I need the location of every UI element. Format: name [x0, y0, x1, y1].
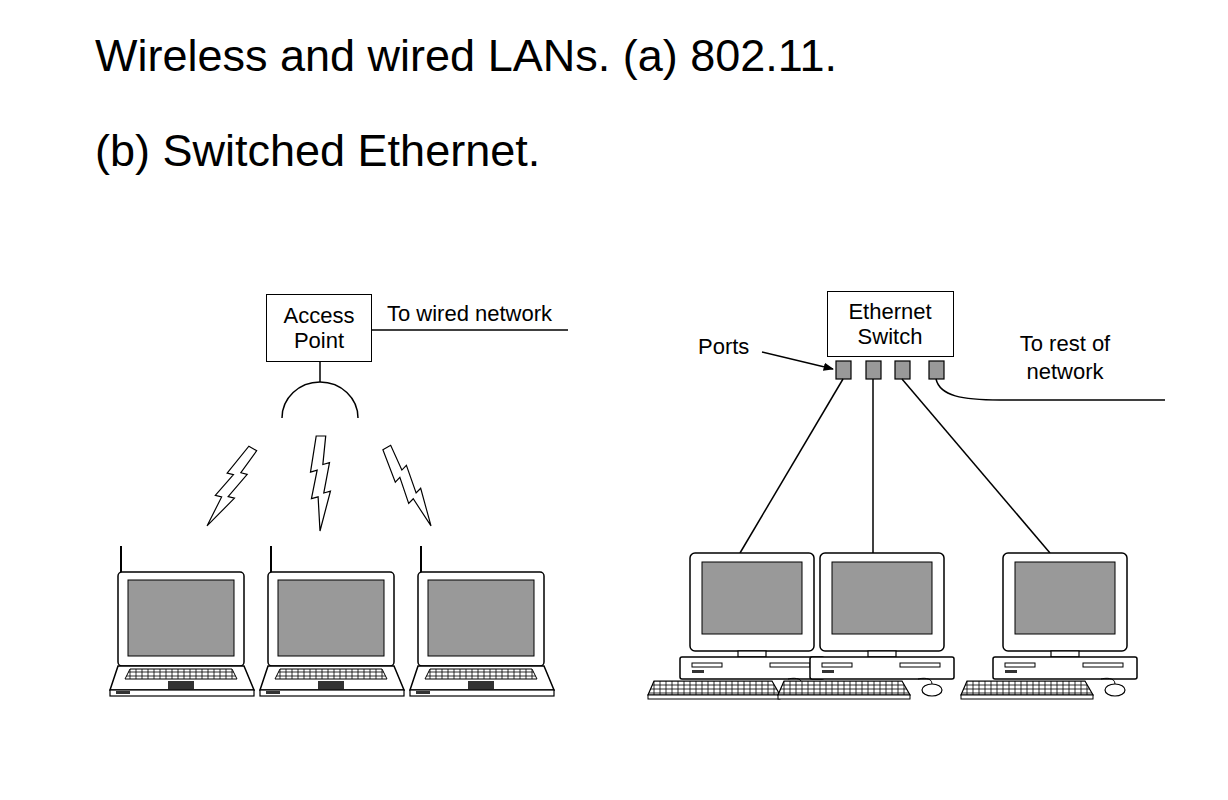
- desktop-icon: [648, 553, 824, 699]
- node-label: Access Point: [271, 303, 367, 353]
- desktop-icon: [778, 553, 954, 699]
- radio-bolt: [311, 436, 331, 531]
- switch-port: [895, 361, 910, 379]
- ethernet-cable: [872, 379, 874, 553]
- desktop-icon: [961, 553, 1137, 699]
- laptop-icon: [260, 546, 404, 696]
- radio-bolt: [378, 443, 439, 530]
- antenna-mast: [319, 362, 321, 382]
- antenna-dome: [282, 382, 358, 418]
- radio-bolt: [199, 444, 260, 531]
- link-label: To rest of network: [1010, 330, 1120, 386]
- wired-link: [372, 329, 568, 331]
- laptop-icon: [410, 546, 554, 696]
- switch-port: [836, 361, 851, 379]
- node-label: Ethernet Switch: [832, 299, 949, 349]
- leader-arrow: [762, 352, 833, 369]
- callout-label: Ports: [698, 333, 768, 361]
- figure-title: Wireless and wired LANs. (a) 802.11. (b)…: [95, 8, 875, 198]
- access-point-box: Access Point: [266, 294, 372, 362]
- ethernet-cable: [740, 379, 843, 553]
- ethernet-cable: [902, 379, 1050, 553]
- laptop-icon: [110, 546, 254, 696]
- switch-port: [866, 361, 881, 379]
- switch-port: [929, 361, 944, 379]
- switch-box: Ethernet Switch: [827, 291, 954, 357]
- link-label: To wired network: [387, 300, 577, 328]
